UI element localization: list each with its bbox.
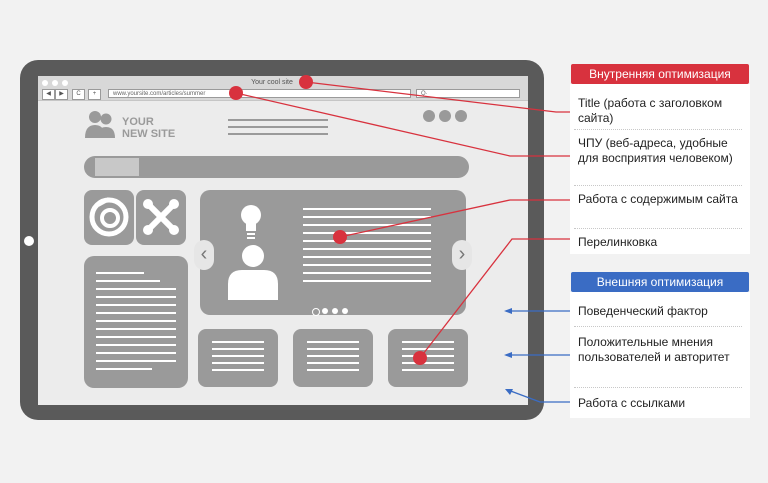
- external-item-links: Работа с ссылками: [570, 392, 750, 415]
- arrow-left-icon: [504, 352, 512, 358]
- external-item-behavior: Поведенческий фактор: [570, 300, 750, 323]
- carousel-next-button: ›: [452, 240, 472, 270]
- marker-dot: [299, 75, 313, 89]
- marker-dot: [333, 230, 347, 244]
- separator: [574, 185, 742, 187]
- nav-line: [228, 133, 328, 135]
- back-button: ◀: [42, 89, 55, 100]
- article-block: [84, 256, 188, 388]
- carousel-dot: [332, 308, 338, 314]
- separator: [574, 228, 742, 230]
- window-dot: [62, 80, 68, 86]
- separator: [574, 387, 742, 389]
- joomla-icon: [143, 199, 179, 235]
- drupal-icon: [89, 197, 129, 237]
- lightbulb-icon: [241, 205, 261, 239]
- logo-line-2: NEW SITE: [122, 128, 176, 140]
- social-circle: [423, 110, 435, 122]
- internal-item-content: Работа с содержимым сайта: [570, 188, 750, 211]
- social-circle: [439, 110, 451, 122]
- window-dot: [42, 80, 48, 86]
- carousel-prev-button: ‹: [194, 240, 214, 270]
- external-item-reviews: Положительные мнения пользователей и авт…: [570, 331, 750, 369]
- nav-line: [228, 126, 328, 128]
- carousel-dot: [322, 308, 328, 314]
- window-dot: [52, 80, 58, 86]
- home-button: [24, 236, 34, 246]
- page-search-fill: [95, 158, 139, 176]
- users-icon: [85, 111, 115, 138]
- reload-button: C: [72, 89, 85, 100]
- social-circle: [455, 110, 467, 122]
- internal-item-title: Title (работа с заголовком сайта): [570, 92, 750, 130]
- separator: [574, 326, 742, 328]
- connector-content: [339, 199, 573, 238]
- external-header: Внешняя оптимизация: [571, 272, 749, 292]
- internal-item-url: ЧПУ (веб-адреса, удобные для восприятия …: [570, 132, 750, 170]
- page-search-bar: [84, 156, 469, 178]
- internal-header: Внутренняя оптимизация: [571, 64, 749, 84]
- url-bar: www.yoursite.com/articles/summer: [108, 89, 411, 98]
- marker-dot: [413, 351, 427, 365]
- content-tile: [293, 329, 373, 387]
- logo-line-1: YOUR: [122, 116, 154, 128]
- connector-linking: [419, 238, 573, 359]
- person-icon: [228, 245, 278, 300]
- connector-title: [305, 81, 573, 113]
- carousel-dot: [312, 308, 320, 316]
- tab-title: Your cool site: [251, 79, 293, 86]
- arrow-left-icon: [505, 389, 513, 395]
- connector-url: [235, 92, 573, 157]
- forward-button: ▶: [55, 89, 68, 100]
- marker-dot: [229, 86, 243, 100]
- internal-item-linking: Перелинковка: [570, 231, 750, 254]
- nav-line: [228, 119, 328, 121]
- content-tile: [388, 329, 468, 387]
- site-logo: YOUR NEW SITE: [122, 116, 175, 140]
- content-tile: [198, 329, 278, 387]
- new-tab-button: +: [88, 89, 101, 100]
- arrow-left-icon: [504, 308, 512, 314]
- separator: [574, 129, 742, 131]
- carousel-dot: [342, 308, 348, 314]
- search-bar: Q·: [416, 89, 520, 98]
